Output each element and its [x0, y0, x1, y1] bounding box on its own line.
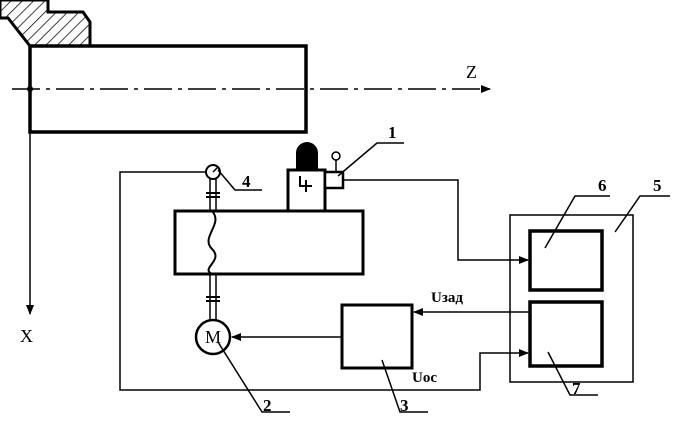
z-axis: [12, 86, 490, 92]
callout-4: 4: [242, 172, 251, 191]
callout-1: 1: [388, 123, 397, 142]
callout-2: 2: [263, 396, 272, 415]
chuck: [0, 0, 90, 46]
x-axis-label: X: [20, 326, 33, 346]
block-3: [342, 305, 412, 368]
callout-6: 6: [598, 176, 607, 195]
block-7: [530, 302, 602, 366]
lead-screw: [209, 211, 216, 274]
carriage: [175, 211, 363, 274]
motor-shaft: [206, 274, 220, 320]
setpoint-signal-label: Uзад: [431, 290, 463, 306]
feedback-signal-label: Uос: [412, 370, 437, 386]
tool-holder: [288, 142, 325, 211]
block-6: [530, 231, 602, 290]
sensor-1: [325, 152, 343, 188]
callout-7: 7: [572, 379, 581, 398]
encoder-4: [206, 165, 220, 211]
callout-5: 5: [653, 176, 662, 195]
callout-3: 3: [400, 396, 409, 415]
z-axis-label: Z: [466, 62, 477, 82]
